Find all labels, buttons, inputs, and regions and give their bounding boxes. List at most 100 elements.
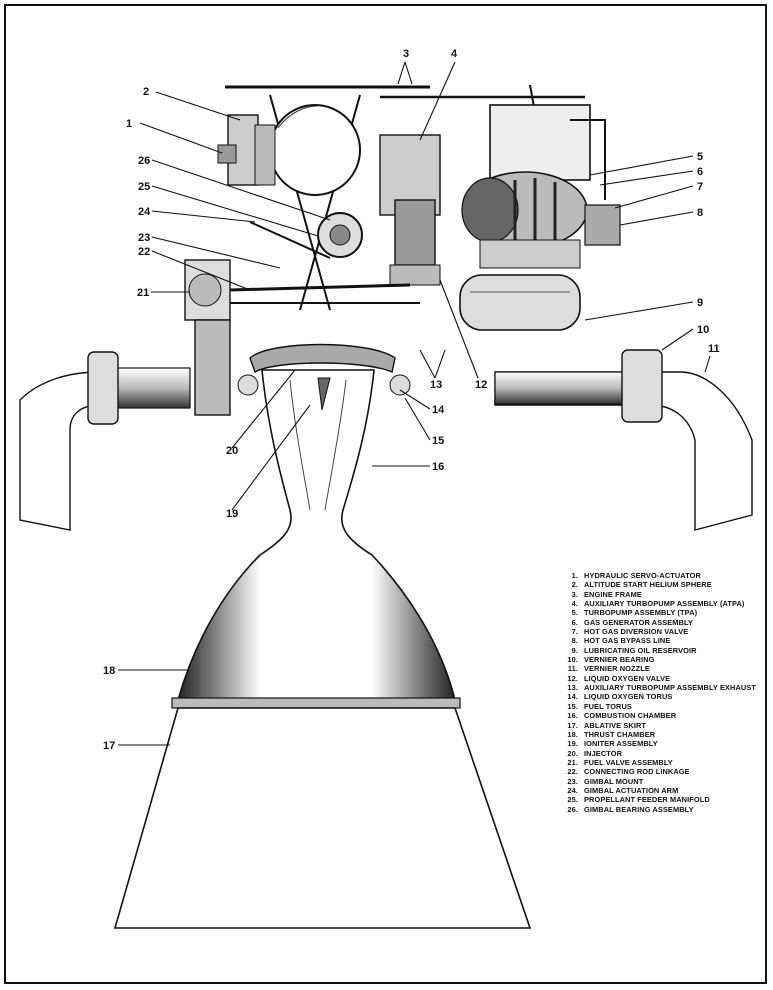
legend-number: 1. [571, 571, 578, 580]
ablative-skirt [113, 697, 532, 929]
callout-5: 5 [697, 151, 703, 163]
connecting-rod [229, 221, 420, 304]
legend-number: 8. [571, 636, 578, 646]
legend-number: 17. [567, 720, 578, 730]
legend-item: 15. FUEL TORUS [560, 702, 760, 711]
legend-item: 24. GIMBAL ACTUATION ARM [560, 786, 760, 795]
callout-labels: 1 2 3 4 5 6 7 8 9 10 11 12 13 14 15 16 1… [103, 48, 720, 752]
callout-2: 2 [143, 86, 149, 98]
legend-item: 18. THRUST CHAMBER [560, 730, 760, 739]
page-border [4, 4, 767, 984]
helium-sphere [269, 104, 361, 196]
gimbal-bearing [317, 212, 363, 258]
legend-text: FUEL TORUS [584, 701, 632, 711]
legend-item: 4.AUXILIARY TURBOPUMP ASSEMBLY (ATPA) [560, 599, 760, 608]
legend-text: ALTITUDE START HELIUM SPHERE [584, 580, 712, 590]
legend-number: 24. [567, 785, 578, 795]
legend-text: LIQUID OXYGEN VALVE [584, 673, 671, 683]
injector-torus [237, 343, 411, 411]
legend-item: 11. VERNIER NOZZLE [560, 664, 760, 673]
callout-12: 12 [475, 379, 487, 391]
legend-number: 3. [571, 589, 578, 599]
callout-4: 4 [451, 48, 458, 60]
fuel-valve [184, 259, 231, 416]
legend-text: LIQUID OXYGEN TORUS [584, 692, 673, 702]
callout-25: 25 [138, 181, 150, 193]
leader-lines [118, 61, 711, 746]
legend-number: 12. [567, 673, 578, 683]
legend-text: LUBRICATING OIL RESERVOIR [584, 645, 697, 655]
callout-14: 14 [432, 404, 445, 416]
callout-21: 21 [137, 287, 149, 299]
callout-16: 16 [432, 461, 444, 473]
legend-number: 19. [567, 739, 578, 749]
callout-3: 3 [403, 48, 409, 60]
legend-item: 1.HYDRAULIC SERVO-ACTUATOR [560, 571, 760, 580]
legend-item: 14.LIQUID OXYGEN TORUS [560, 692, 760, 701]
legend-text: ENGINE FRAME [584, 589, 642, 599]
legend-text: GIMBAL MOUNT [584, 776, 644, 786]
legend-number: 4. [571, 599, 578, 609]
legend-text: ABLATIVE SKIRT [584, 720, 647, 730]
legend-item: 6.GAS GENERATOR ASSEMBLY [560, 618, 760, 627]
atpa-assembly [379, 134, 441, 286]
legend-item: 13.AUXILIARY TURBOPUMP ASSEMBLY EXHAUST [560, 683, 760, 692]
callout-24: 24 [138, 206, 151, 218]
legend-item: 20. INJECTOR [560, 749, 760, 758]
legend-text: THRUST CHAMBER [584, 729, 656, 739]
legend-item: 22. CONNECTING ROD LINKAGE [560, 767, 760, 776]
legend-number: 5. [571, 608, 578, 618]
legend-item: 9. LUBRICATING OIL RESERVOIR [560, 646, 760, 655]
callout-9: 9 [697, 297, 703, 309]
legend-text: TURBOPUMP ASSEMBLY (TPA) [584, 608, 698, 618]
turbopump [461, 104, 591, 269]
legend-text: GIMBAL ACTUATION ARM [584, 785, 679, 795]
callout-11: 11 [708, 343, 720, 355]
thrust-chamber [176, 369, 457, 701]
legend-text: GIMBAL BEARING ASSEMBLY [584, 804, 694, 814]
legend-number: 22. [567, 767, 578, 777]
legend-item: 21.FUEL VALVE ASSEMBLY [560, 758, 760, 767]
callout-10: 10 [697, 324, 709, 336]
vernier-nozzle-left [19, 351, 191, 531]
legend-item: 2. ALTITUDE START HELIUM SPHERE [560, 580, 760, 589]
parts-legend: 1.HYDRAULIC SERVO-ACTUATOR 2. ALTITUDE ST… [560, 571, 760, 814]
legend-number: 16. [567, 711, 578, 721]
legend-item: 19.IONITER ASSEMBLY [560, 739, 760, 748]
legend-number: 2. [571, 580, 578, 590]
legend-text: COMBUSTION CHAMBER [584, 711, 677, 721]
legend-text: INJECTOR [584, 748, 623, 758]
legend-number: 6. [571, 617, 578, 627]
legend-text: VERNIER NOZZLE [584, 664, 650, 674]
legend-number: 26. [567, 804, 578, 814]
legend-text: CONNECTING ROD LINKAGE [584, 767, 690, 777]
callout-23: 23 [138, 232, 150, 244]
legend-item: 23.GIMBAL MOUNT [560, 777, 760, 786]
legend-number: 10. [567, 655, 578, 665]
legend-item: 25.PROPELLANT FEEDER MANIFOLD [560, 795, 760, 804]
callout-19: 19 [226, 508, 238, 520]
vernier-nozzle-right [494, 349, 753, 531]
legend-text: FUEL VALVE ASSEMBLY [584, 757, 673, 767]
callout-22: 22 [138, 246, 150, 258]
legend-item: 17. ABLATIVE SKIRT [560, 721, 760, 730]
legend-number: 15. [567, 701, 578, 711]
callout-26: 26 [138, 155, 150, 167]
legend-number: 9. [571, 645, 578, 655]
callout-8: 8 [697, 207, 703, 219]
legend-item: 3. ENGINE FRAME [560, 590, 760, 599]
legend-number: 13. [567, 683, 578, 693]
callout-17: 17 [103, 740, 115, 752]
legend-item: 12. LIQUID OXYGEN VALVE [560, 674, 760, 683]
callout-18: 18 [103, 665, 115, 677]
legend-item: 10. VERNIER BEARING [560, 655, 760, 664]
oil-reservoir [459, 274, 581, 331]
legend-number: 11. [567, 664, 578, 674]
legend-item: 26. GIMBAL BEARING ASSEMBLY [560, 805, 760, 814]
legend-number: 18. [567, 729, 578, 739]
legend-text: VERNIER BEARING [584, 655, 655, 665]
legend-text: HOT GAS BYPASS LINE [584, 636, 671, 646]
callout-20: 20 [226, 445, 238, 457]
legend-number: 20. [567, 748, 578, 758]
